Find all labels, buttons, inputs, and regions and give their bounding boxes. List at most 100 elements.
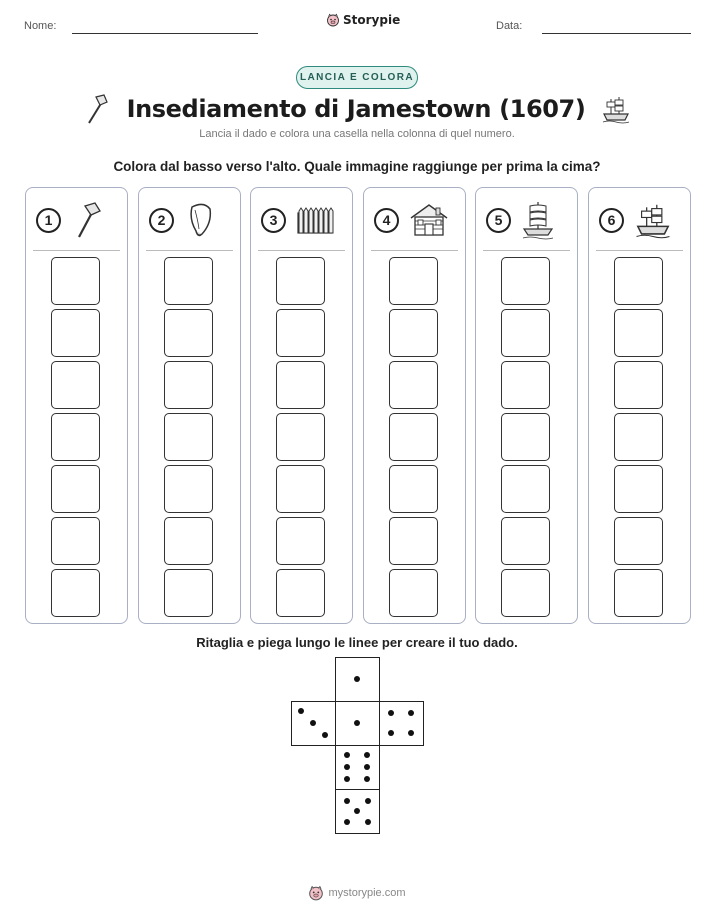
column-4: 4 [363, 187, 466, 624]
color-cell[interactable] [501, 517, 550, 565]
column-header: 3 [261, 198, 346, 242]
color-cell[interactable] [51, 569, 100, 617]
log-cabin-icon [409, 202, 449, 238]
title-row: Insediamento di Jamestown (1607) [0, 92, 714, 126]
color-cell[interactable] [614, 257, 663, 305]
axe-icon [87, 94, 108, 124]
dice-pip [344, 775, 351, 782]
column-header: 5 [486, 198, 571, 242]
name-label: Nome: [24, 20, 57, 32]
activity-badge: LANCIA E COLORA [296, 66, 418, 89]
color-cell[interactable] [501, 257, 550, 305]
column-divider [33, 250, 120, 251]
dice-pip [298, 708, 305, 715]
color-cell[interactable] [501, 361, 550, 409]
tall-ship-icon [634, 201, 672, 239]
color-cell[interactable] [276, 257, 325, 305]
seed-icon [184, 201, 216, 239]
color-cell[interactable] [164, 361, 213, 409]
column-divider [146, 250, 233, 251]
footer: mystorypie.com [0, 885, 714, 901]
column-5: 5 [475, 187, 578, 624]
color-cell[interactable] [389, 361, 438, 409]
brand-logo: Storypie [326, 13, 400, 27]
color-cell[interactable] [389, 413, 438, 461]
color-cell[interactable] [614, 309, 663, 357]
color-cell[interactable] [164, 309, 213, 357]
color-cell[interactable] [389, 465, 438, 513]
color-cell[interactable] [276, 465, 325, 513]
dice-pip [354, 676, 360, 682]
color-cell[interactable] [501, 465, 550, 513]
dice-pip [344, 752, 351, 759]
dice-instruction: Ritaglia e piega lungo le linee per crea… [196, 635, 518, 650]
column-number: 6 [599, 207, 624, 233]
column-number: 4 [374, 207, 399, 233]
color-cell[interactable] [614, 465, 663, 513]
color-cell[interactable] [51, 465, 100, 513]
color-cell[interactable] [389, 257, 438, 305]
dice-face-6 [335, 745, 380, 790]
color-cell[interactable] [501, 413, 550, 461]
dice-face-4 [379, 701, 424, 746]
dice-pip [364, 818, 371, 825]
color-cell[interactable] [51, 517, 100, 565]
column-1: 1 [25, 187, 128, 624]
column-divider [258, 250, 345, 251]
dice-pip [363, 764, 370, 770]
color-cell[interactable] [276, 309, 325, 357]
dice-pip [388, 710, 395, 717]
axe-icon [71, 201, 105, 239]
color-cell[interactable] [614, 517, 663, 565]
pig-mascot-icon [327, 13, 339, 27]
date-line[interactable] [542, 33, 691, 34]
column-header: 2 [149, 198, 234, 242]
dice-pip [343, 797, 350, 804]
column-6: 6 [588, 187, 691, 624]
color-cell[interactable] [51, 361, 100, 409]
color-cell[interactable] [614, 361, 663, 409]
brand-name: Storypie [343, 13, 401, 27]
page-title: Insediamento di Jamestown (1607) [126, 95, 586, 123]
color-cell[interactable] [164, 517, 213, 565]
sailboat-icon [521, 200, 555, 240]
color-cell[interactable] [164, 257, 213, 305]
dice-pip [388, 729, 395, 736]
color-cell[interactable] [501, 569, 550, 617]
color-cell[interactable] [389, 517, 438, 565]
color-cell[interactable] [276, 361, 325, 409]
color-cell[interactable] [51, 413, 100, 461]
dice-pip [354, 808, 360, 814]
column-number: 5 [486, 207, 511, 233]
name-line[interactable] [72, 33, 258, 34]
color-cell[interactable] [276, 517, 325, 565]
dice-pip [344, 764, 351, 770]
palisade-fence-icon [296, 203, 334, 237]
color-cell[interactable] [276, 413, 325, 461]
column-2: 2 [138, 187, 241, 624]
dice-pip [363, 775, 370, 782]
column-number: 1 [36, 207, 61, 233]
color-cell[interactable] [389, 569, 438, 617]
color-cell[interactable] [164, 465, 213, 513]
color-cell[interactable] [614, 569, 663, 617]
dice-pip [321, 731, 328, 738]
color-cell[interactable] [164, 413, 213, 461]
color-cell[interactable] [51, 309, 100, 357]
color-cell[interactable] [51, 257, 100, 305]
column-3: 3 [250, 187, 353, 624]
color-cell[interactable] [614, 413, 663, 461]
dice-pip [407, 710, 414, 717]
color-cell[interactable] [164, 569, 213, 617]
color-cell[interactable] [276, 569, 325, 617]
dice-pip [354, 720, 360, 726]
column-number: 3 [261, 207, 286, 233]
dice-face-5 [335, 789, 380, 834]
footer-url[interactable]: mystorypie.com [328, 887, 406, 899]
dice-pip [343, 818, 350, 825]
dice-face-1 [335, 701, 380, 746]
tall-ship-icon [603, 97, 630, 124]
color-cell[interactable] [501, 309, 550, 357]
column-divider [596, 250, 683, 251]
color-cell[interactable] [389, 309, 438, 357]
